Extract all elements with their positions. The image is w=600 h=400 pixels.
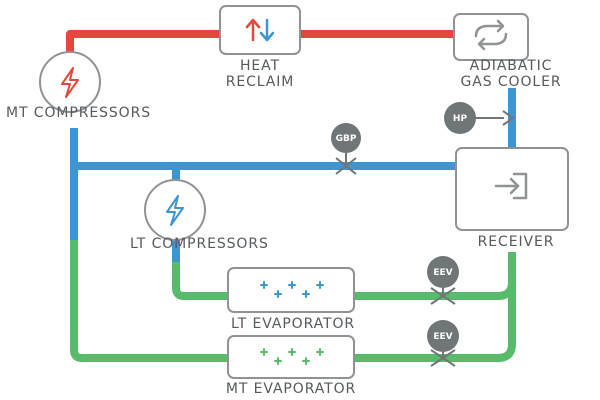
mt-compressors-label: MT COMPRESSORS [6, 105, 151, 121]
lt-compressors-unit[interactable] [144, 179, 206, 241]
mt-evaporator-unit[interactable] [227, 335, 355, 379]
mt-compressors-unit[interactable] [39, 51, 101, 113]
lt-evaporator-return-pipe [172, 262, 228, 300]
mt-evaporator-label: MT EVAPORATOR [225, 381, 357, 397]
gas-cooler-label: ADIABATIC GAS COOLER [426, 58, 596, 90]
eev-lt-valve[interactable]: EEV [427, 256, 459, 305]
lt-evaporator-unit[interactable] [227, 267, 355, 313]
receiver-label: RECEIVER [477, 234, 555, 250]
gas-cooler-unit[interactable] [453, 13, 529, 61]
snowflake-icons [260, 348, 324, 365]
eev-mt-label: EEV [433, 332, 452, 342]
hp-valve-label: HP [453, 114, 468, 124]
heat-reclaim-label: HEAT RECLAIM [200, 58, 320, 90]
mt-liquid-pipe [354, 343, 516, 362]
heat-reclaim-label-line1: HEAT [239, 58, 280, 74]
gbp-valve-label: GBP [336, 134, 357, 144]
hp-valve[interactable]: HP [444, 102, 515, 134]
lightning-icon [166, 195, 184, 226]
gas-cooler-label-line2: GAS COOLER [460, 74, 562, 90]
lt-evaporator-label: LT EVAPORATOR [230, 316, 356, 332]
lightning-icon [61, 67, 79, 98]
lt-compressors-label: LT COMPRESSORS [130, 236, 269, 252]
enter-icon [494, 172, 528, 200]
receiver-unit[interactable] [455, 147, 569, 231]
cycle-icon [474, 19, 508, 51]
snowflake-icons [260, 281, 324, 298]
heat-exchange-icon [245, 18, 275, 42]
heat-reclaim-unit[interactable] [219, 5, 301, 55]
heat-reclaim-label-line2: RECLAIM [225, 74, 295, 90]
eev-mt-valve[interactable]: EEV [427, 320, 459, 367]
mt-evaporator-return-pipe [70, 240, 228, 362]
gbp-valve[interactable]: GBP [331, 123, 361, 175]
gas-cooler-label-line1: ADIABATIC [469, 58, 553, 74]
eev-lt-label: EEV [433, 268, 452, 278]
